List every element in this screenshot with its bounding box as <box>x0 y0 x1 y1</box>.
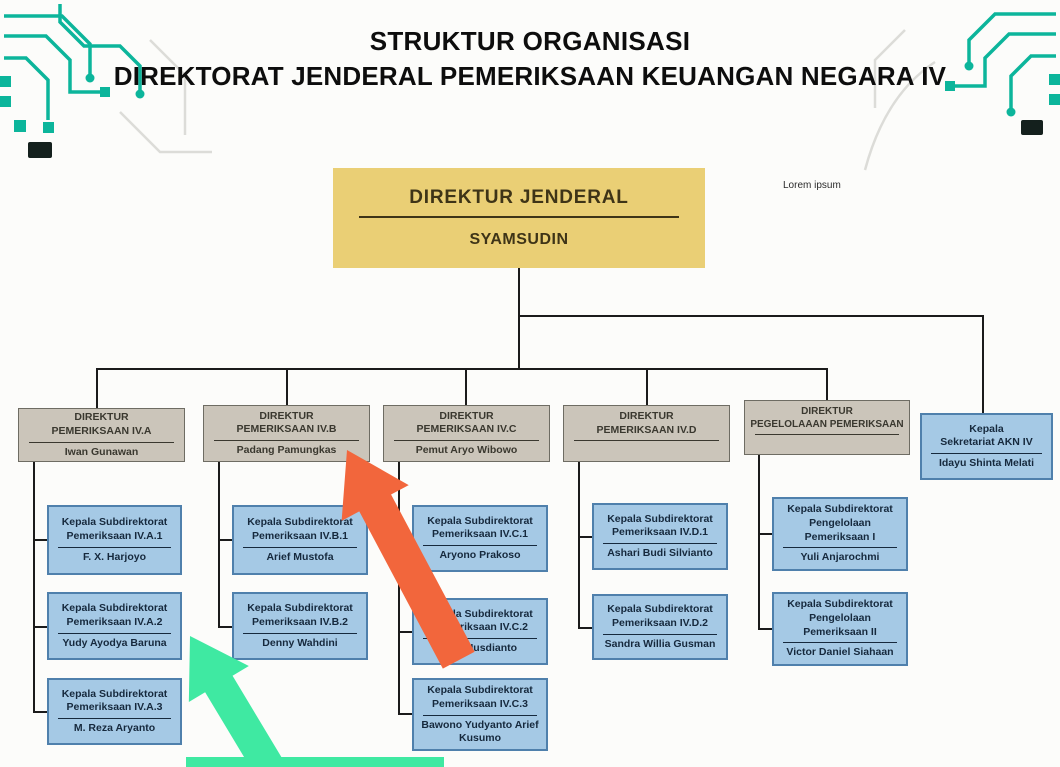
connector <box>398 538 412 540</box>
director-title: DIREKTUR PEGELOLAAAN PEMERIKSAAN <box>750 405 904 430</box>
divider <box>602 633 718 635</box>
divider <box>242 632 358 634</box>
connector <box>646 368 648 405</box>
director-general-title: DIREKTUR JENDERAL <box>409 187 629 208</box>
connector <box>578 536 592 538</box>
connector <box>33 539 47 541</box>
connector <box>758 533 772 535</box>
connector <box>398 631 412 633</box>
connector <box>33 711 47 713</box>
connector <box>578 627 592 629</box>
director-box-iv-c: DIREKTUR PEMERIKSAAN IV.C Pemut Aryo Wib… <box>383 405 550 462</box>
connector <box>518 315 520 370</box>
subdirektorat-box-iv-b1: Kepala Subdirektorat Pemeriksaan IV.B.1 … <box>232 505 368 575</box>
connector <box>218 626 232 628</box>
subdirektorat-box-iv-d1: Kepala Subdirektorat Pemeriksaan IV.D.1 … <box>592 503 728 570</box>
director-title: DIREKTUR PEMERIKSAAN IV.D <box>596 409 697 436</box>
divider <box>422 714 538 716</box>
divider <box>359 216 679 218</box>
green-strip <box>186 757 444 767</box>
divider <box>755 433 899 435</box>
director-box-iv-b: DIREKTUR PEMERIKSAAN IV.B Padang Pamungk… <box>203 405 370 462</box>
subdirektorat-box-iv-a1: Kepala Subdirektorat Pemeriksaan IV.A.1 … <box>47 505 182 575</box>
subdirektorat-box-iv-c3: Kepala Subdirektorat Pemeriksaan IV.C.3 … <box>412 678 548 751</box>
connector <box>982 315 984 413</box>
connector <box>33 626 47 628</box>
subdirektorat-box-iv-c1: Kepala Subdirektorat Pemeriksaan IV.C.1 … <box>412 505 548 572</box>
director-name: Pemut Aryo Wibowo <box>415 444 518 457</box>
subdirektorat-box-iv-d2: Kepala Subdirektorat Pemeriksaan IV.D.2 … <box>592 594 728 660</box>
director-title: DIREKTUR PEMERIKSAAN IV.B <box>236 409 337 436</box>
circuit-decoration-top-right <box>863 12 1060 171</box>
page-title: STRUKTUR ORGANISASI DIREKTORAT JENDERAL … <box>0 24 1060 94</box>
director-title: DIREKTUR PEMERIKSAAN IV.A <box>51 411 152 437</box>
subdirektorat-box-pengelolaan-1: Kepala Subdirektorat Pengelolaan Pemerik… <box>772 497 908 571</box>
divider <box>422 545 538 547</box>
connector <box>518 268 520 316</box>
subdirektorat-box-iv-c2: Kepala Subdirektorat Pemeriksaan IV.C.2 … <box>412 598 548 665</box>
divider <box>242 546 358 548</box>
subdirektorat-box-iv-a3: Kepala Subdirektorat Pemeriksaan IV.A.3 … <box>47 678 182 745</box>
divider <box>57 718 172 720</box>
director-name: Padang Pamungkas <box>236 444 337 457</box>
divider <box>422 638 538 640</box>
page-title-line1: STRUKTUR ORGANISASI <box>369 26 691 56</box>
lorem-ipsum-text: Lorem ipsum <box>783 180 841 191</box>
connector <box>826 368 828 400</box>
connector <box>758 455 760 629</box>
divider <box>214 440 359 442</box>
divider <box>57 632 172 634</box>
connector <box>218 462 220 627</box>
connector <box>578 462 580 627</box>
director-box-iv-d: DIREKTUR PEMERIKSAAN IV.D <box>563 405 730 462</box>
connector <box>398 713 412 715</box>
connector <box>518 315 984 317</box>
connector <box>218 539 232 541</box>
subdirektorat-box-iv-a2: Kepala Subdirektorat Pemeriksaan IV.A.2 … <box>47 592 182 660</box>
subdirektorat-box-iv-b2: Kepala Subdirektorat Pemeriksaan IV.B.2 … <box>232 592 368 660</box>
secretariat-box: Kepala Sekretariat AKN IV Idayu Shinta M… <box>920 413 1053 480</box>
page-title-line2: DIREKTORAT JENDERAL PEMERIKSAAN KEUANGAN… <box>113 61 947 91</box>
circuit-decoration-top-left <box>0 4 212 158</box>
divider <box>782 642 898 644</box>
connector <box>758 628 772 630</box>
director-title: DIREKTUR PEMERIKSAAN IV.C <box>416 409 517 436</box>
director-general-box: DIREKTUR JENDERAL SYAMSUDIN <box>333 168 705 268</box>
divider <box>782 547 898 549</box>
divider <box>602 543 718 545</box>
divider <box>394 440 539 442</box>
divider <box>930 453 1043 455</box>
divider <box>29 441 174 443</box>
director-general-name: SYAMSUDIN <box>469 231 569 248</box>
director-name: Iwan Gunawan <box>64 445 139 458</box>
divider <box>57 546 172 548</box>
director-box-pengelolaan: DIREKTUR PEGELOLAAAN PEMERIKSAAN <box>744 400 910 455</box>
connector <box>33 462 35 713</box>
connector <box>286 368 288 405</box>
subdirektorat-box-pengelolaan-2: Kepala Subdirektorat Pengelolaan Pemerik… <box>772 592 908 666</box>
connector <box>96 368 98 408</box>
connector <box>465 368 467 405</box>
connector <box>398 462 400 714</box>
divider <box>574 440 719 442</box>
director-box-iv-a: DIREKTUR PEMERIKSAAN IV.A Iwan Gunawan <box>18 408 185 462</box>
secretariat-name: Idayu Shinta Melati <box>938 457 1035 470</box>
connector <box>96 368 828 370</box>
secretariat-title: Kepala Sekretariat AKN IV <box>940 422 1033 449</box>
